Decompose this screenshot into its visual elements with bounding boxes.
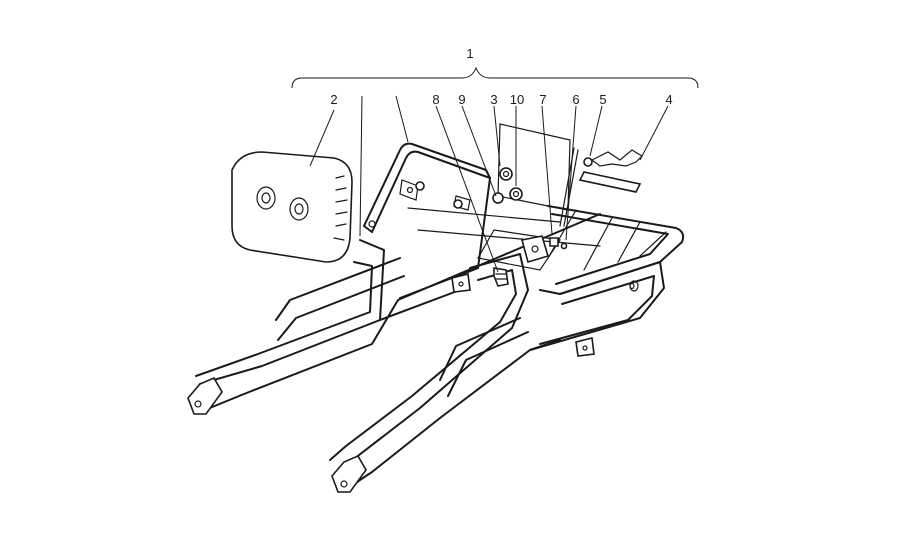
decal-strip <box>578 149 643 193</box>
callout-3: 3 <box>490 92 497 107</box>
callout-8: 8 <box>432 92 439 107</box>
callout-6: 6 <box>572 92 579 107</box>
callout-7: 7 <box>539 92 546 107</box>
mounting-tabs <box>187 235 595 493</box>
callout-4: 4 <box>665 92 672 107</box>
callout-labels: 1 2 8 9 3 10 7 6 5 4 <box>330 46 672 107</box>
callout-10: 10 <box>510 92 524 107</box>
callout-9: 9 <box>458 92 465 107</box>
backrest-pad <box>231 151 353 263</box>
callout-2: 2 <box>330 92 337 107</box>
leader-lines <box>309 95 669 273</box>
callout-5: 5 <box>599 92 606 107</box>
callout-1: 1 <box>466 46 473 61</box>
group-bracket <box>291 66 699 89</box>
